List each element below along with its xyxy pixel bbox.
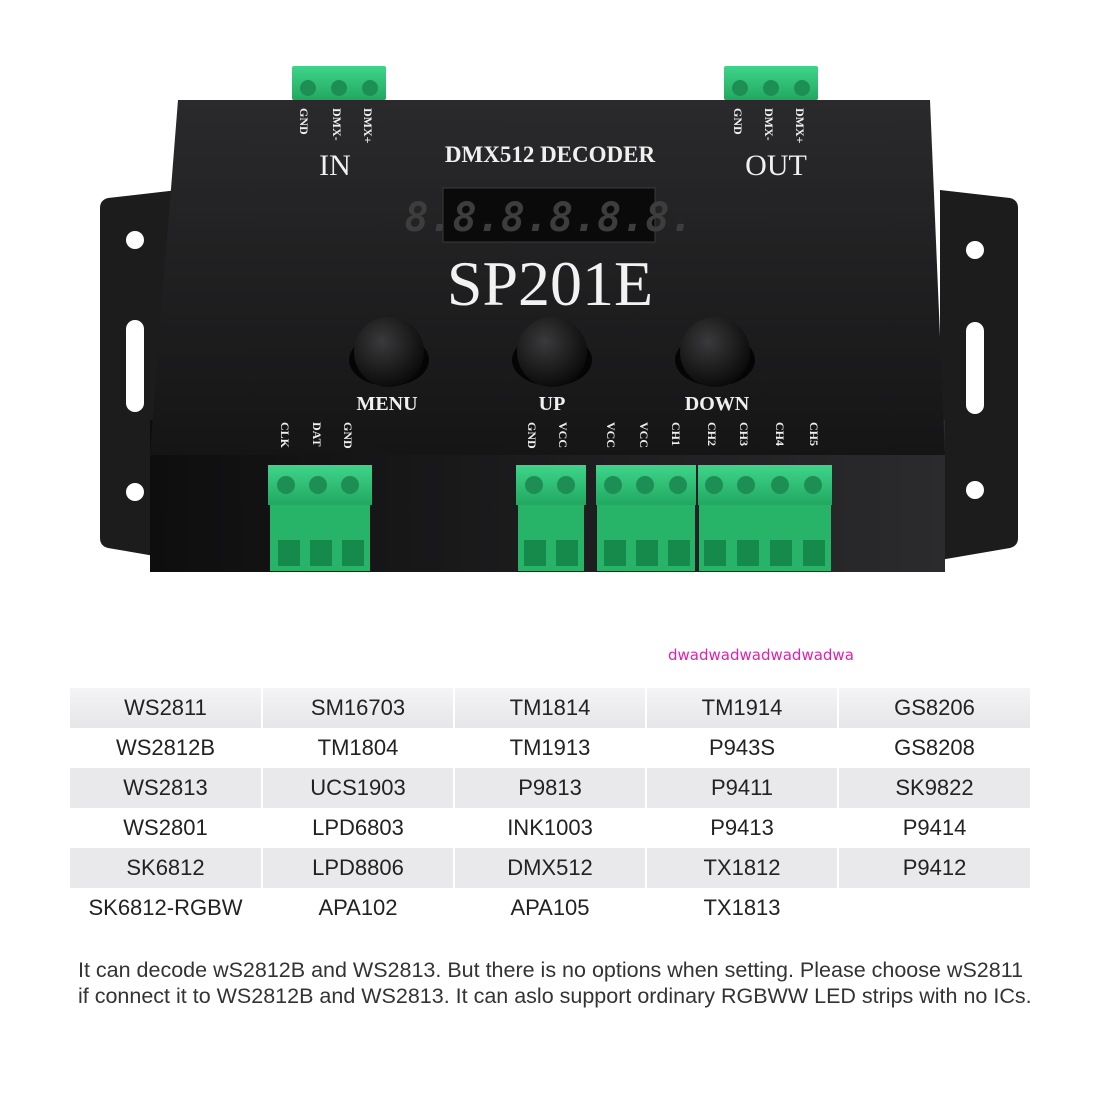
ch-pin-label: CH5 [807, 422, 821, 446]
ch-pin-label: CH2 [705, 422, 719, 446]
supported-ic-table: WS2811 SM16703 TM1814 TM1914 GS8206 WS28… [70, 688, 1030, 928]
dmx-out-terminal [724, 66, 818, 100]
table-cell: TM1913 [454, 728, 647, 768]
table-row: WS2813 UCS1903 P9813 P9411 SK9822 [70, 768, 1030, 808]
watermark-text: dwadwadwadwadwadwa [668, 646, 854, 664]
table-cell: DMX512 [454, 848, 647, 888]
power-pin-label: VCC [556, 422, 570, 448]
up-button-label: UP [539, 393, 566, 415]
decoder-product-image: GND DMX- DMX+ GND DMX- DMX+ IN OUT DMX51… [100, 66, 1018, 572]
table-cell: WS2801 [70, 808, 263, 848]
table-cell: UCS1903 [262, 768, 455, 808]
dmx-in-terminal [292, 66, 386, 100]
table-row: WS2801 LPD6803 INK1003 P9413 P9414 [70, 808, 1030, 848]
out-pin-label: GND [731, 108, 745, 135]
table-cell: P9414 [838, 808, 1030, 848]
out-pin-label: DMX+ [793, 108, 807, 144]
power-terminal [516, 465, 586, 571]
table-cell: GS8206 [838, 688, 1030, 728]
segment-display: 8.8.8.8.8.8. [405, 187, 694, 243]
spi-terminal [268, 465, 372, 571]
power-pin-label: GND [525, 422, 539, 449]
channel-terminal [698, 465, 832, 571]
in-label: IN [319, 149, 351, 182]
table-cell: INK1003 [454, 808, 647, 848]
table-row: WS2811 SM16703 TM1814 TM1914 GS8206 [70, 688, 1030, 728]
table-cell: LPD6803 [262, 808, 455, 848]
table-cell: P9412 [838, 848, 1030, 888]
down-button-label: DOWN [685, 393, 750, 415]
ch-pin-label: CH4 [773, 422, 787, 446]
compatibility-note: It can decode wS2812B and WS2813. But th… [78, 958, 1032, 1008]
table-cell: TM1914 [646, 688, 839, 728]
table-cell: TX1813 [646, 888, 839, 928]
mounting-bracket [100, 190, 1018, 560]
table-cell: P9413 [646, 808, 839, 848]
spi-pin-label: CLK [278, 422, 292, 449]
table-row: SK6812-RGBW APA102 APA105 TX1813 [70, 888, 1030, 928]
ch-pin-label: CH1 [669, 422, 683, 446]
vcc-pin-label: VCC [604, 422, 618, 448]
out-pin-label: DMX- [762, 108, 776, 141]
vcc-pin-label: VCC [637, 422, 651, 448]
table-row: WS2812B TM1804 TM1913 P943S GS8208 [70, 728, 1030, 768]
table-cell: P9411 [646, 768, 839, 808]
table-cell: SK6812 [70, 848, 263, 888]
table-row: SK6812 LPD8806 DMX512 TX1812 P9412 [70, 848, 1030, 888]
table-cell [838, 888, 1030, 928]
table-cell: TX1812 [646, 848, 839, 888]
table-cell: SK6812-RGBW [70, 888, 263, 928]
table-cell: WS2812B [70, 728, 263, 768]
up-button[interactable] [512, 317, 592, 387]
model-name: SP201E [447, 248, 653, 319]
table-cell: TM1814 [454, 688, 647, 728]
table-cell: GS8208 [838, 728, 1030, 768]
menu-button-label: MENU [356, 393, 417, 415]
table-cell: P9813 [454, 768, 647, 808]
table-cell: SM16703 [262, 688, 455, 728]
in-pin-label: GND [297, 108, 311, 135]
menu-button[interactable] [349, 317, 429, 387]
spi-pin-label: GND [341, 422, 355, 449]
spi-pin-label: DAT [310, 422, 324, 446]
table-cell: APA105 [454, 888, 647, 928]
segment-display-digits: 8.8.8.8.8.8. [405, 195, 694, 241]
table-cell: TM1804 [262, 728, 455, 768]
in-pin-label: DMX+ [361, 108, 375, 144]
table-cell: WS2811 [70, 688, 263, 728]
table-cell: WS2813 [70, 768, 263, 808]
table-cell: LPD8806 [262, 848, 455, 888]
out-label: OUT [745, 149, 807, 182]
down-button[interactable] [675, 317, 755, 387]
table-cell: APA102 [262, 888, 455, 928]
table-cell: P943S [646, 728, 839, 768]
table-cell: SK9822 [838, 768, 1030, 808]
ch-pin-label: CH3 [737, 422, 751, 446]
in-pin-label: DMX- [330, 108, 344, 141]
device-subtitle: DMX512 DECODER [445, 142, 656, 167]
vcc-terminal [596, 465, 696, 571]
